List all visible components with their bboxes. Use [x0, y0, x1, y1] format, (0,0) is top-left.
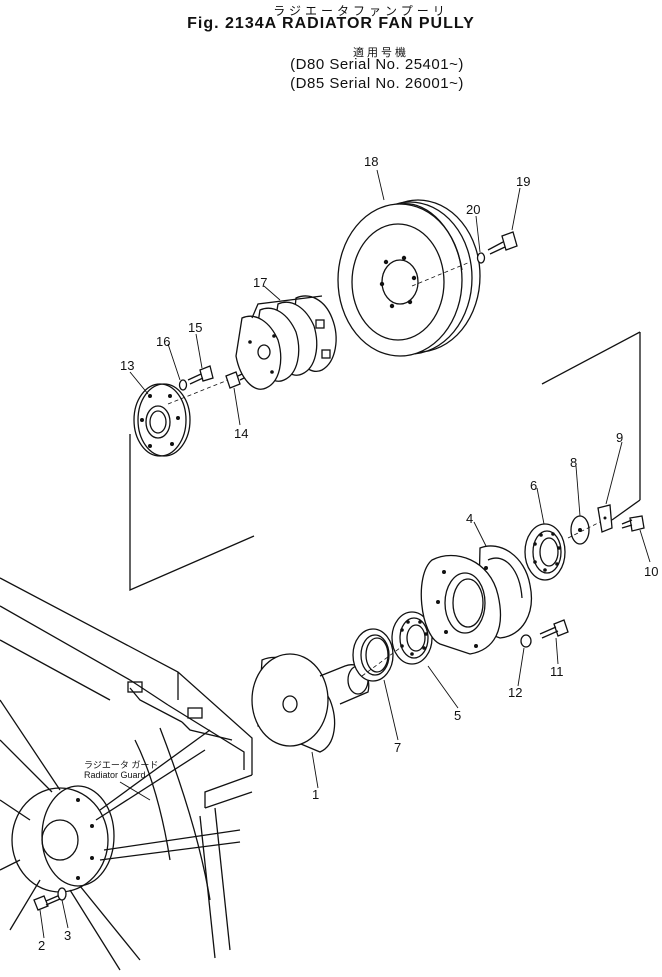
guard-leader: [119, 781, 151, 801]
callout-6: 6: [530, 478, 537, 493]
part-14-grease-nipple: [225, 371, 247, 389]
callout-16: 16: [156, 334, 170, 349]
radiator-guard-label-jp: ラジエータ ガード: [84, 760, 158, 770]
callout-17: 17: [253, 275, 267, 290]
part-16-washer: [178, 379, 188, 391]
applicable-models-label: 適用号機: [353, 47, 409, 59]
part-8-plate: [570, 515, 590, 545]
callout-4: 4: [466, 511, 473, 526]
radiator-guard-frame: [0, 577, 253, 959]
callout-11: 11: [550, 664, 564, 679]
serial-line-d85: (D85 Serial No. 26001~): [290, 75, 464, 92]
callout-10: 10: [644, 564, 658, 579]
part-12-washer: [520, 634, 532, 648]
part-1-shaft-flange: [251, 653, 370, 753]
callout-9: 9: [616, 430, 623, 445]
part-3-washer: [57, 887, 67, 901]
callout-20: 20: [466, 202, 480, 217]
callout-1: 1: [312, 787, 319, 802]
callout-7: 7: [394, 740, 401, 755]
callout-5: 5: [454, 708, 461, 723]
part-4-housing: [420, 545, 532, 655]
fan-hub: [0, 699, 241, 971]
part-5-bearing: [391, 611, 433, 665]
part-18-pulley: [337, 199, 481, 357]
part-11-bolt: [539, 619, 569, 639]
part-15-bolt: [187, 365, 214, 385]
callout-14: 14: [234, 426, 248, 441]
part-17-shims: [235, 295, 337, 390]
figure-title: Fig. 2134A RADIATOR FAN PULLY: [187, 15, 475, 32]
callout-8: 8: [570, 455, 577, 470]
japanese-title: ラジエータファンプーリ: [273, 4, 449, 18]
part-2-bolt: [33, 894, 61, 911]
part-6-bearing: [524, 523, 566, 581]
part-13-flange: [133, 383, 191, 457]
radiator-guard-label-en: Radiator Guard: [84, 770, 146, 780]
callout-2: 2: [38, 938, 45, 953]
part-10-bolt: [621, 515, 645, 532]
serial-line-d80: (D80 Serial No. 25401~): [290, 56, 464, 73]
part-19-bolt: [487, 231, 518, 255]
part-9-lock-plate: [597, 504, 613, 533]
callout-15: 15: [188, 320, 202, 335]
callout-12: 12: [508, 685, 522, 700]
part-20-washer: [476, 252, 486, 264]
callout-13: 13: [120, 358, 134, 373]
leader-lines: [39, 169, 651, 939]
callout-numbers: 1 2 3 4 5 6 7 8 9 10 11 12 13 14 15 16 1…: [38, 154, 658, 953]
callout-19: 19: [516, 174, 530, 189]
assembly-lines: [129, 261, 641, 677]
callout-3: 3: [64, 928, 71, 943]
callout-18: 18: [364, 154, 378, 169]
part-7-seal-ring: [352, 628, 394, 682]
